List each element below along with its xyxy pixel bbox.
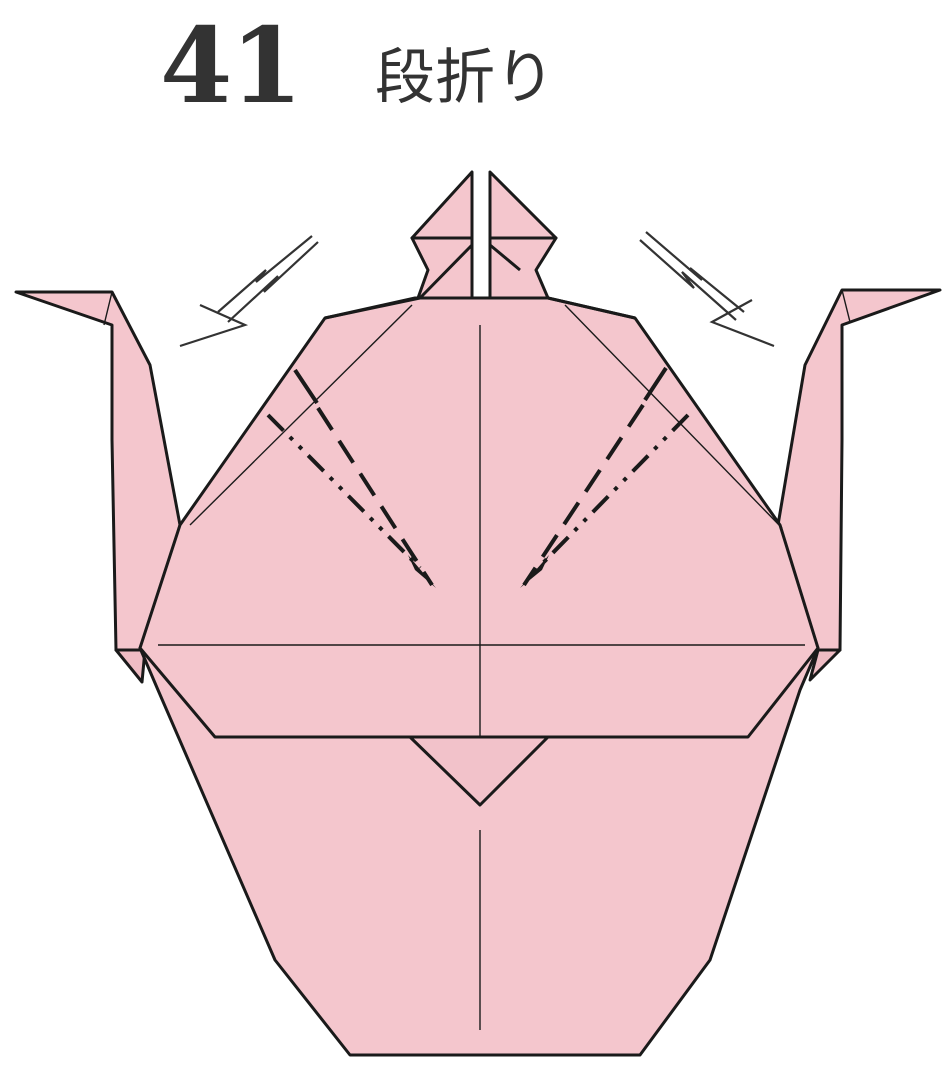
- right-fold-tick: [643, 366, 668, 402]
- upper-right-diagonal: [564, 304, 783, 529]
- head-right-fold: [489, 243, 521, 272]
- left-mountain-fold: [266, 413, 422, 570]
- left-wing-foot: [114, 648, 147, 684]
- left-shoulder-edge: [324, 296, 421, 320]
- center-flap: [408, 735, 550, 807]
- upper-body: [138, 296, 820, 739]
- right-valley-fold: [522, 403, 645, 587]
- lower-body: [138, 646, 820, 1057]
- head-left-upper: [410, 170, 474, 240]
- head-left-fold: [418, 243, 474, 300]
- right-wing-foot: [808, 648, 842, 682]
- head-right-lower: [488, 236, 558, 300]
- head-left-lower: [410, 236, 474, 300]
- upper-left-diagonal: [189, 304, 413, 526]
- left-fold-arrowhead: [408, 555, 436, 588]
- right-wing-crease: [841, 289, 851, 323]
- right-lightning-arrow: [639, 231, 775, 348]
- right-fold-arrowhead: [520, 555, 549, 588]
- right-shoulder-edge: [547, 296, 636, 320]
- left-fold-tick: [293, 368, 319, 405]
- step-label: 段折り: [375, 43, 555, 113]
- step-number: 41: [160, 4, 303, 127]
- right-mountain-fold: [536, 413, 690, 570]
- left-wing-crease: [103, 291, 113, 326]
- left-valley-fold: [316, 406, 434, 587]
- left-lightning-arrow: [179, 235, 319, 348]
- head-right-upper: [488, 170, 558, 240]
